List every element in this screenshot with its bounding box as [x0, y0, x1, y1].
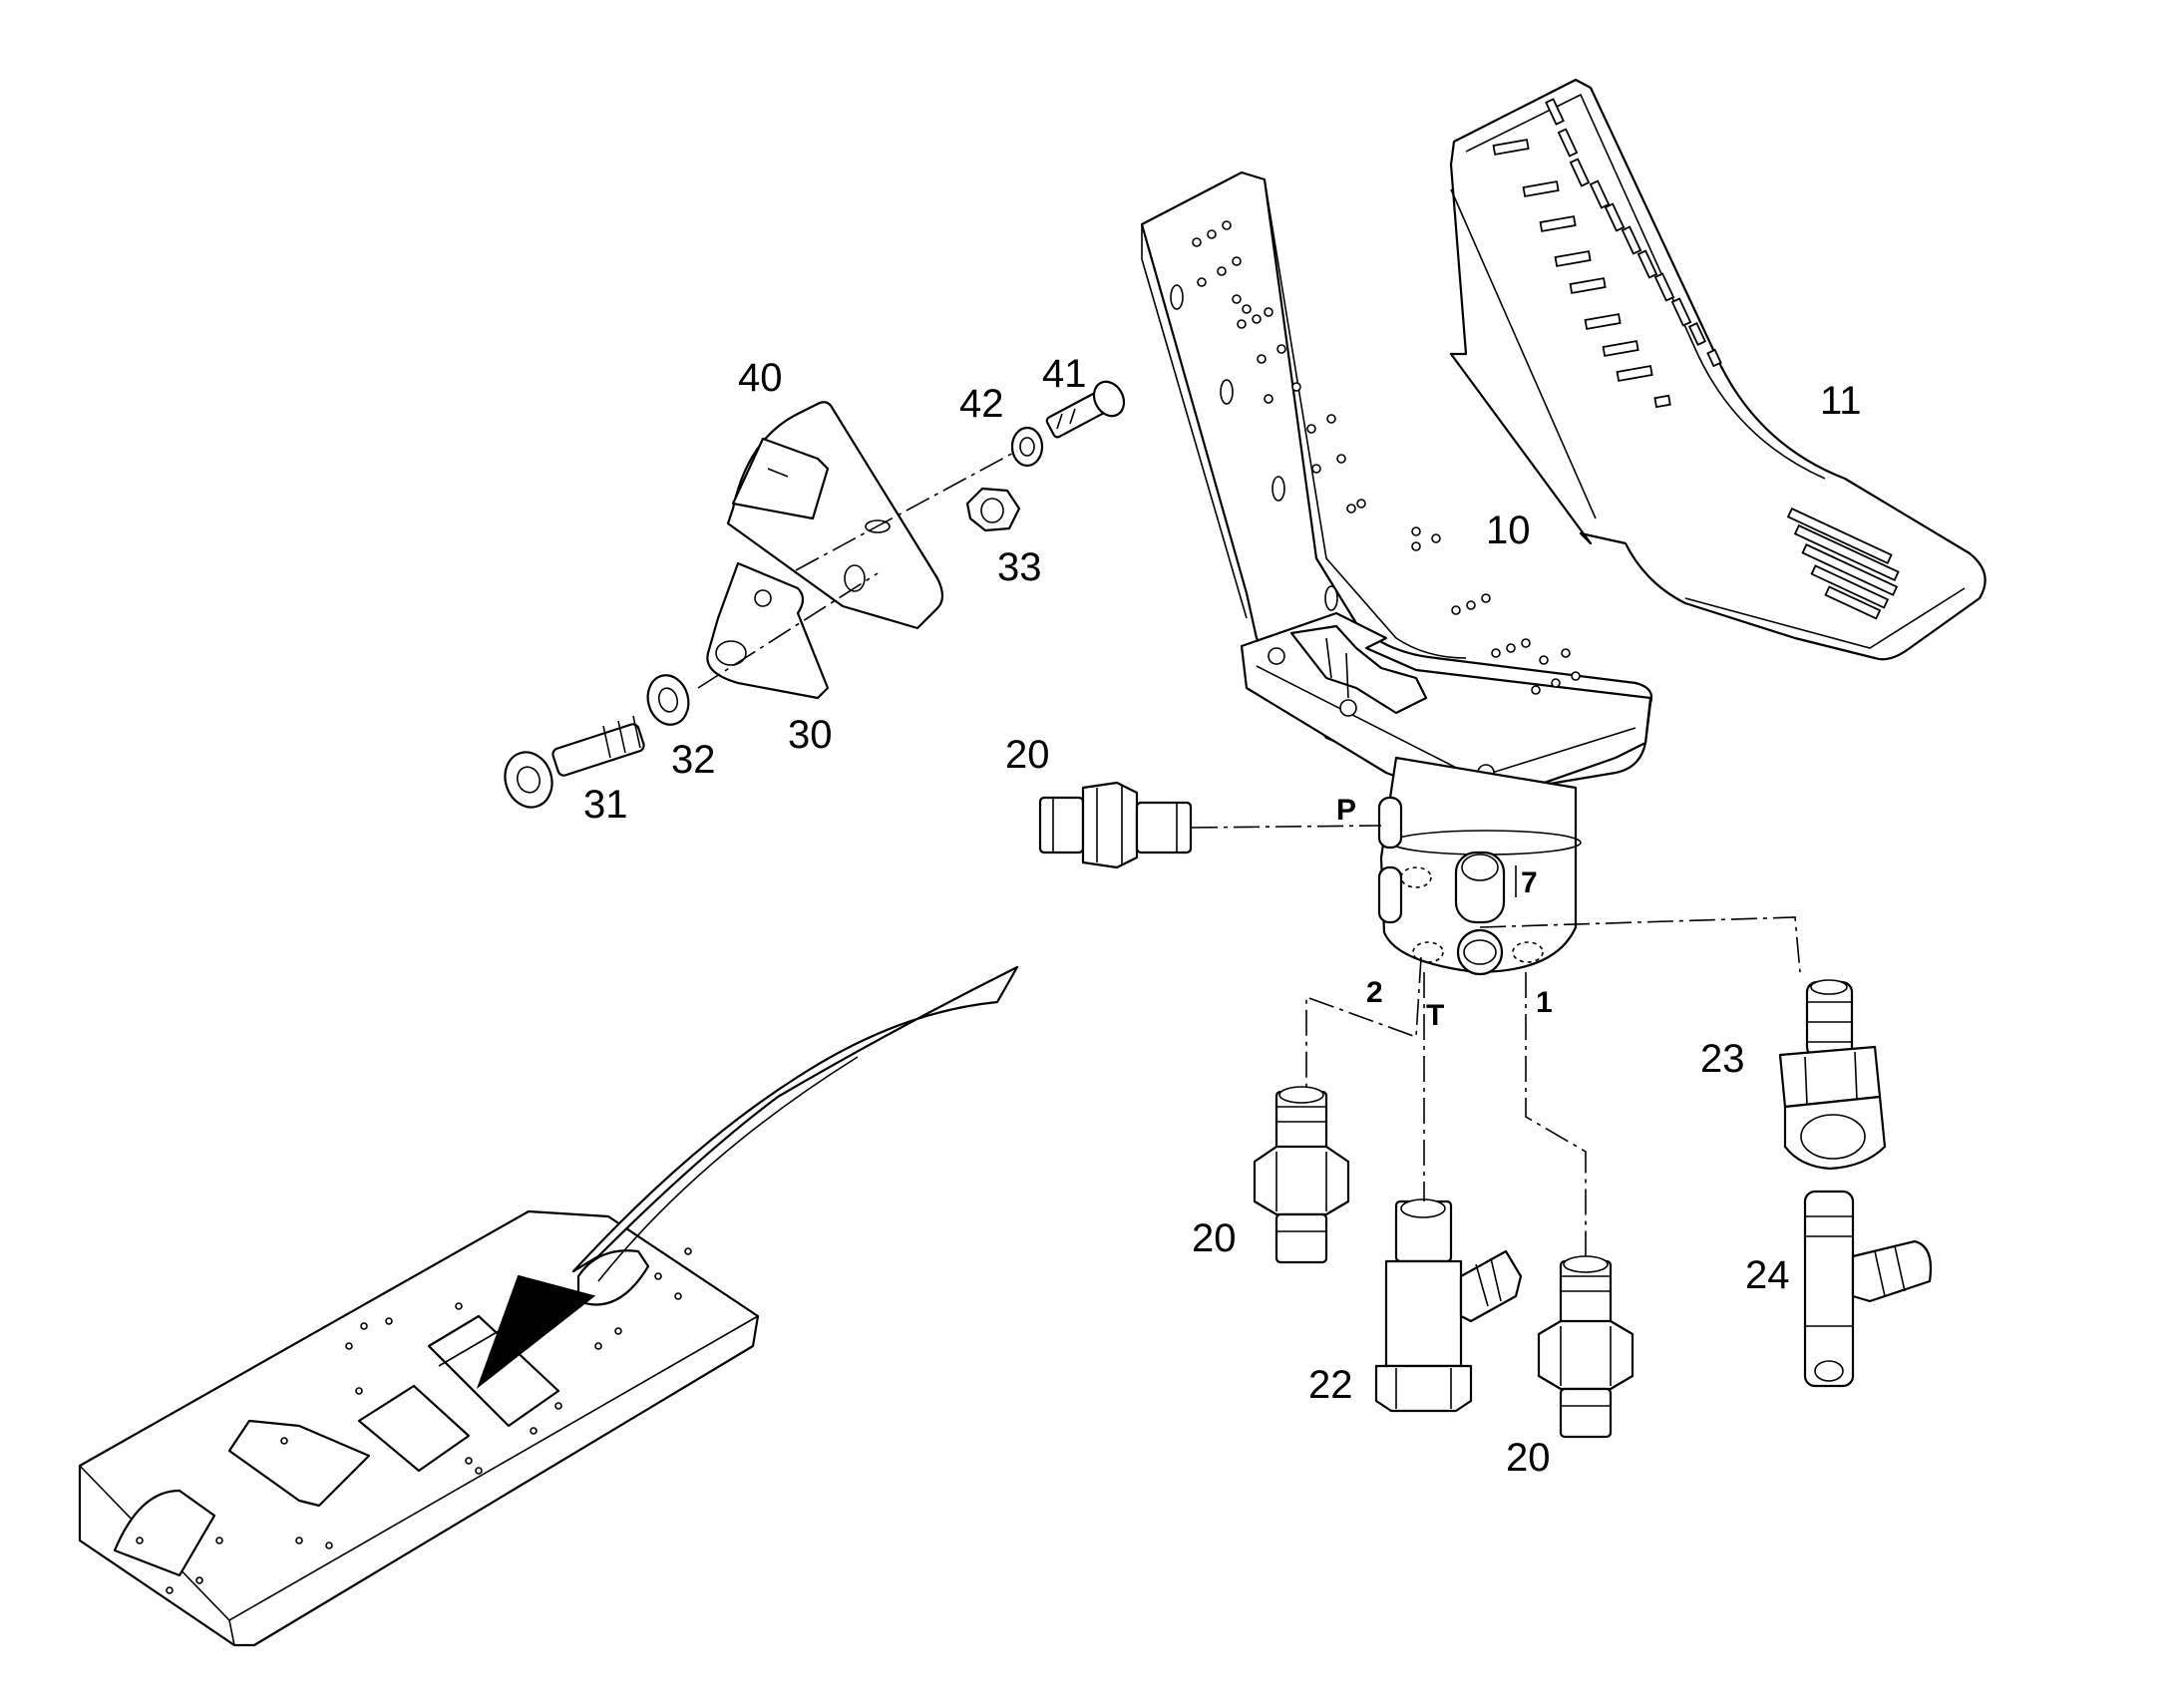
fitting-20-horizontal [1038, 781, 1193, 869]
tee-fitting-24 [1803, 1190, 1933, 1388]
nut-33 [965, 487, 1021, 532]
washer-32 [646, 674, 690, 726]
port-2-label: 2 [1366, 976, 1383, 1009]
callout-11: 11 [1820, 379, 1862, 423]
bracket-30 [706, 561, 830, 700]
pedal-10-holes [1170, 220, 1581, 695]
port-labels: P 7 2 T 1 [1336, 794, 1553, 1032]
callout-20-horizontal: 20 [1005, 733, 1050, 777]
screw-31 [504, 715, 645, 809]
callout-42: 42 [959, 382, 1004, 426]
pedal-10 [1140, 171, 1653, 805]
assembly-lines [697, 450, 1801, 1261]
washer-42 [1010, 426, 1044, 468]
callout-40: 40 [738, 356, 783, 400]
screw-41 [1045, 380, 1126, 439]
bracket-40 [726, 401, 944, 630]
pedal-11 [1449, 78, 1987, 661]
callout-20-right: 20 [1506, 1436, 1551, 1480]
tee-fitting-22 [1374, 1198, 1523, 1413]
fitting-20-left [1253, 1086, 1350, 1264]
callout-labels: 40 41 42 33 30 32 31 10 11 20 20 20 22 2… [583, 352, 1862, 1480]
callout-20-left: 20 [1192, 1216, 1237, 1260]
port-p-label: P [1336, 794, 1356, 827]
fitting-20-right [1537, 1255, 1635, 1439]
floor-plate [78, 965, 1019, 1647]
callout-41: 41 [1042, 352, 1087, 396]
callout-30: 30 [788, 713, 833, 757]
port-t-label: T [1426, 999, 1444, 1032]
floor-plate-holes [136, 1247, 692, 1594]
callout-10: 10 [1486, 509, 1531, 552]
fitting-23 [1778, 979, 1887, 1171]
callout-32: 32 [671, 738, 716, 782]
port-7-label: 7 [1521, 866, 1538, 899]
callout-33: 33 [997, 545, 1042, 589]
valve-body [1377, 756, 1582, 976]
callout-24: 24 [1745, 1253, 1790, 1297]
port-1-label: 1 [1536, 986, 1553, 1019]
pedal-11-slots [1492, 98, 1900, 620]
callout-31: 31 [583, 783, 628, 827]
callout-22: 22 [1308, 1363, 1353, 1407]
callout-23: 23 [1700, 1037, 1745, 1081]
